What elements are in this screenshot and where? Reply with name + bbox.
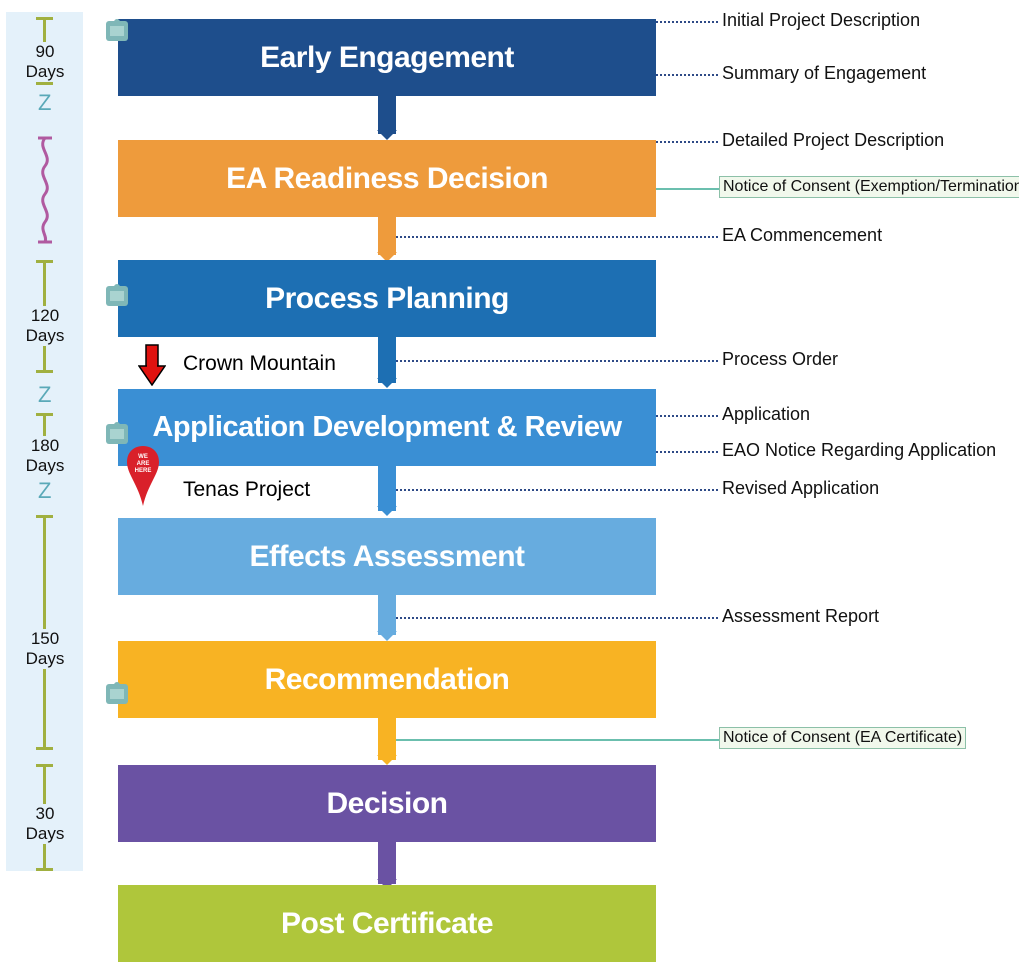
- connector-1: [378, 96, 396, 134]
- days-label-180: 180 Days: [14, 436, 76, 476]
- stage-application-development-review: Application Development & Review: [118, 389, 656, 466]
- arrowhead-7: [377, 879, 397, 889]
- puzzle-icon: [106, 284, 128, 306]
- connector-7: [378, 842, 396, 884]
- deliverable-connector: [396, 617, 718, 619]
- deliverable-connector: [396, 360, 718, 362]
- arrowhead-2: [377, 252, 397, 262]
- deliverable-detailed-project-description: Detailed Project Description: [722, 130, 945, 150]
- deliverable-assessment-report: Assessment Report: [722, 606, 880, 626]
- deliverable-application: Application: [722, 404, 811, 424]
- puzzle-icon: [106, 422, 128, 444]
- connector-2: [378, 217, 396, 255]
- pin-text-we: WE: [138, 454, 148, 460]
- deliverable-process-order: Process Order: [722, 349, 839, 369]
- pin-text-are: ARE: [137, 461, 150, 467]
- timeline-wave: [38, 136, 52, 244]
- deliverable-connector: [656, 415, 718, 417]
- connector-6: [378, 718, 396, 760]
- deliverable-revised-application: Revised Application: [722, 478, 880, 498]
- timeline-break-2: Z: [38, 382, 52, 407]
- pin-text-here: HERE: [135, 468, 152, 474]
- connector-3: [378, 337, 396, 383]
- stage-post-certificate: Post Certificate: [118, 885, 656, 962]
- stage-recommendation: Recommendation: [118, 641, 656, 718]
- deliverable-connector: [656, 141, 718, 143]
- days-label-120: 120 Days: [14, 306, 76, 346]
- timeline-break-1: Z: [38, 90, 52, 115]
- consent-connector: [656, 188, 720, 190]
- deliverable-initial-project-description: Initial Project Description: [722, 10, 921, 30]
- connector-5: [378, 595, 396, 635]
- tenas-project-label: Tenas Project: [183, 478, 311, 501]
- stage-effects-assessment: Effects Assessment: [118, 518, 656, 595]
- deliverable-connector: [656, 21, 718, 23]
- days-label-90: 90 Days: [14, 42, 76, 82]
- deliverable-connector: [656, 451, 718, 453]
- deliverable-connector: [656, 74, 718, 76]
- deliverable-connector: [396, 489, 718, 491]
- deliverable-connector: [396, 236, 718, 238]
- crown-mountain-label: Crown Mountain: [183, 352, 336, 375]
- deliverable-eao-notice: EAO Notice Regarding Application: [722, 440, 997, 460]
- arrowhead-1: [377, 130, 397, 140]
- red-down-arrow-icon: [138, 344, 166, 386]
- deliverable-summary-of-engagement: Summary of Engagement: [722, 63, 927, 83]
- timeline-break-3: Z: [38, 478, 52, 503]
- arrowhead-6: [377, 755, 397, 765]
- we-are-here-pin-icon: WE ARE HERE: [127, 446, 159, 506]
- connector-4: [378, 466, 396, 511]
- stage-early-engagement: Early Engagement: [118, 19, 656, 96]
- consent-connector: [396, 739, 720, 741]
- consent-exemption-termination: Notice of Consent (Exemption/Termination: [719, 176, 1019, 198]
- puzzle-icon: [106, 19, 128, 41]
- stage-ea-readiness-decision: EA Readiness Decision: [118, 140, 656, 217]
- arrowhead-4: [377, 506, 397, 516]
- days-label-150: 150 Days: [14, 629, 76, 669]
- arrowhead-3: [377, 378, 397, 388]
- puzzle-icon: [106, 682, 128, 704]
- deliverable-ea-commencement: EA Commencement: [722, 225, 883, 245]
- consent-ea-certificate: Notice of Consent (EA Certificate): [719, 727, 967, 749]
- days-label-30: 30 Days: [14, 804, 76, 844]
- stage-decision: Decision: [118, 765, 656, 842]
- arrowhead-5: [377, 631, 397, 641]
- stage-process-planning: Process Planning: [118, 260, 656, 337]
